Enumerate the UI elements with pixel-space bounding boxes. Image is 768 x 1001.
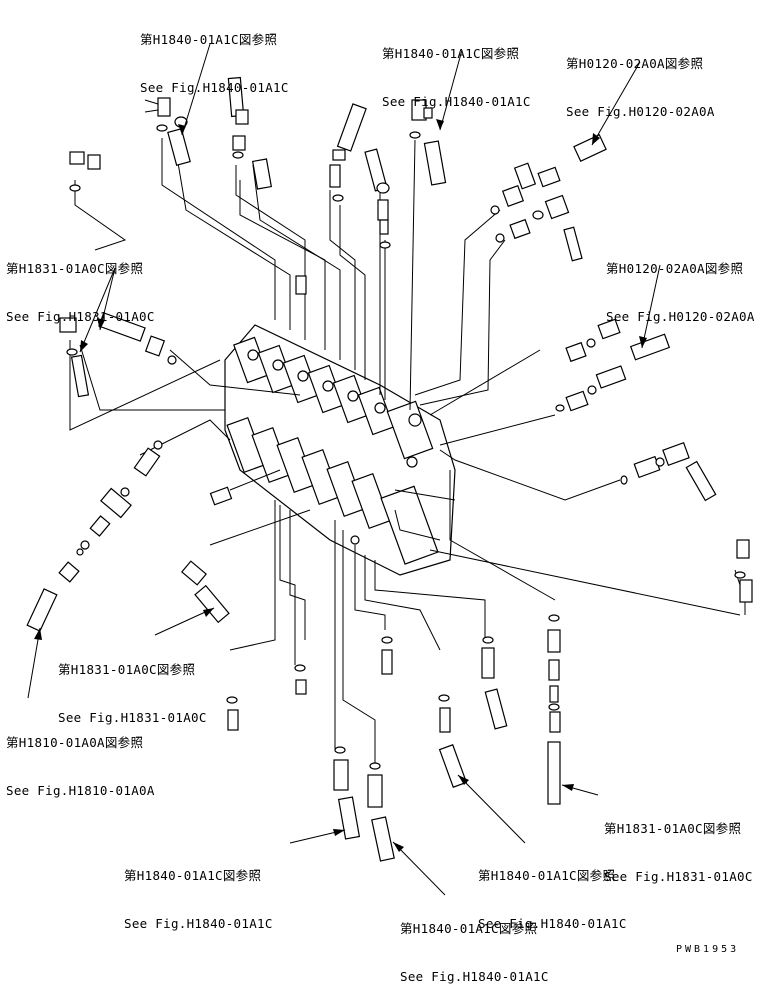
reference-jp: 第H0120-02A0A図参照	[566, 56, 704, 71]
exploded-parts-drawing	[26, 43, 753, 896]
reference-jp: 第H1831-01A0C図参照	[6, 261, 144, 276]
reference-jp: 第H1840-01A1C図参照	[140, 32, 278, 47]
reference-en: See Fig.H1810-01A0A	[6, 783, 155, 798]
reference-label: 第H1840-01A1C図参照 See Fig.H1840-01A1C	[478, 836, 627, 948]
reference-jp: 第H1840-01A1C図参照	[382, 46, 520, 61]
reference-jp: 第H1831-01A0C図参照	[604, 821, 742, 836]
reference-label: 第H0120-02A0A図参照 See Fig.H0120-02A0A	[566, 24, 715, 136]
reference-label: 第H0120-02A0A図参照 See Fig.H0120-02A0A	[606, 229, 755, 341]
reference-arrows	[27, 43, 661, 896]
drawing-code: PWB1953	[676, 944, 740, 955]
reference-en: See Fig.H1831-01A0C	[58, 710, 207, 725]
reference-label: 第H1810-01A0A図参照 See Fig.H1810-01A0A	[6, 703, 155, 815]
reference-label: 第H1831-01A0C図参照 See Fig.H1831-01A0C	[58, 630, 207, 742]
reference-jp: 第H0120-02A0A図参照	[606, 261, 744, 276]
reference-en: See Fig.H1840-01A1C	[124, 916, 273, 931]
reference-jp: 第H1810-01A0A図参照	[6, 735, 144, 750]
reference-jp: 第H1840-01A1C図参照	[400, 921, 538, 936]
reference-jp: 第H1840-01A1C図参照	[478, 868, 616, 883]
reference-en: See Fig.H1840-01A1C	[140, 80, 289, 95]
reference-en: See Fig.H1840-01A1C	[400, 969, 549, 984]
reference-en: See Fig.H1831-01A0C	[6, 309, 155, 324]
reference-label: 第H1840-01A1C図参照 See Fig.H1840-01A1C	[124, 836, 273, 948]
reference-en: See Fig.H1840-01A1C	[478, 916, 627, 931]
reference-en: See Fig.H1831-01A0C	[604, 869, 753, 884]
reference-label: 第H1840-01A1C図参照 See Fig.H1840-01A1C	[382, 14, 531, 126]
reference-en: See Fig.H0120-02A0A	[566, 104, 715, 119]
reference-label: 第H1840-01A1C図参照 See Fig.H1840-01A1C	[140, 0, 289, 112]
reference-label: 第H1840-01A1C図参照 See Fig.H1840-01A1C	[400, 889, 549, 1001]
reference-en: See Fig.H0120-02A0A	[606, 309, 755, 324]
reference-jp: 第H1840-01A1C図参照	[124, 868, 262, 883]
leader-lines	[69, 138, 746, 765]
reference-label: 第H1831-01A0C図参照 See Fig.H1831-01A0C	[604, 789, 753, 901]
control-valve-block	[224, 324, 456, 576]
fittings	[26, 76, 753, 862]
reference-label: 第H1831-01A0C図参照 See Fig.H1831-01A0C	[6, 229, 155, 341]
reference-jp: 第H1831-01A0C図参照	[58, 662, 196, 677]
reference-en: See Fig.H1840-01A1C	[382, 94, 531, 109]
